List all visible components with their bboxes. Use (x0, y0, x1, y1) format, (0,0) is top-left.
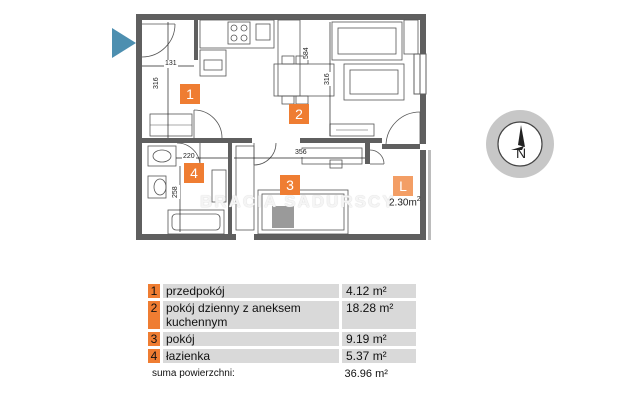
door-balcony (385, 111, 421, 145)
room-badge-1: 1 (180, 84, 200, 104)
room-number: 3 (148, 330, 163, 349)
bathroom-fixtures (147, 145, 227, 235)
room-number: 4 (148, 347, 163, 366)
room-name: łazienka (161, 347, 341, 366)
door-room3 (253, 142, 277, 166)
door-bath (176, 142, 201, 167)
door-entrance (141, 23, 176, 58)
compass-letter: N (516, 145, 526, 161)
balcony-area: 2.30m2 (389, 196, 421, 208)
interior-walls (142, 20, 420, 234)
floor-plan: N (112, 14, 554, 240)
room-area: 4.12 m² (339, 284, 416, 301)
room-name: przedpokój (161, 284, 341, 301)
room-badge-3: 3 (280, 175, 300, 195)
room-name-line: kuchennym (166, 315, 228, 329)
room-number: 1 (148, 284, 163, 301)
dim-bath-height: 258 (172, 185, 180, 199)
total-area: 36.96 m² (344, 368, 388, 380)
room-badge-4: 4 (184, 163, 204, 183)
area-table: 1 przedpokój 4.12 m² 2 pokój dzienny z a… (148, 284, 416, 380)
room-name: pokój (161, 330, 341, 349)
balcony-area-unit: 2 (416, 196, 421, 203)
dim-hall-height: 316 (153, 76, 161, 90)
dim-bath-width: 220 (182, 153, 196, 161)
total-label: suma powierzchni: (152, 368, 235, 379)
balcony-rail (428, 150, 431, 240)
window-right (413, 53, 427, 95)
table-row: 2 pokój dzienny z aneksem kuchennym 18.2… (148, 299, 416, 332)
dim-living-height: 316 (324, 72, 332, 86)
table-row: 1 przedpokój 4.12 m² (148, 284, 416, 301)
total-row: suma powierzchni: 36.96 m² (148, 365, 416, 380)
table-row: 4 łazienka 5.37 m² (148, 347, 416, 366)
balcony-area-value: 2.30m (389, 197, 417, 209)
dim-hall-width: 131 (164, 60, 178, 68)
room-number: 2 (148, 299, 163, 332)
room-name: pokój dzienny z aneksem kuchennym (161, 299, 341, 332)
room-badge-2: 2 (289, 104, 309, 124)
room-area: 9.19 m² (339, 330, 416, 349)
kitchen (199, 19, 335, 105)
room-area: 18.28 m² (339, 299, 416, 332)
door-hall (193, 109, 223, 139)
balcony-badge: L (393, 176, 413, 196)
compass-icon (486, 110, 554, 178)
triangle-arrow-icon (112, 28, 136, 58)
dim-living-width: 584 (303, 46, 311, 60)
room-name-line: pokój dzienny z aneksem (166, 301, 301, 315)
table-row: 3 pokój 9.19 m² (148, 330, 416, 349)
door-balcony-2 (369, 149, 385, 165)
outer-walls (136, 14, 426, 240)
watermark: BRACIA SADURSCY (200, 192, 396, 211)
room-area: 5.37 m² (339, 347, 416, 366)
dim-room-width: 356 (294, 149, 308, 157)
sofa (331, 21, 405, 101)
